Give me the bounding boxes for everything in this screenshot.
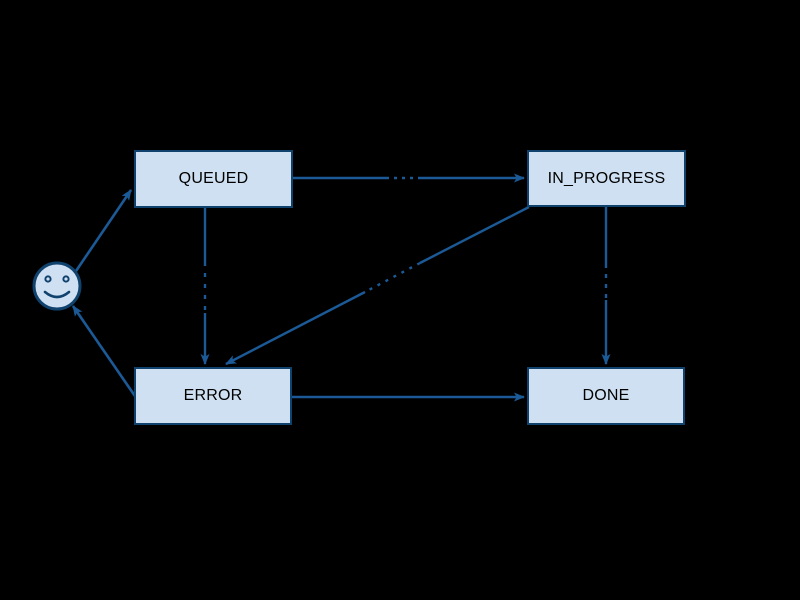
state-node-queued[interactable]: QUEUED [134, 150, 293, 208]
edge-in-progress-to-error-seg1 [419, 205, 530, 265]
smiley-left-eye-icon [44, 275, 52, 283]
state-label-in-progress: IN_PROGRESS [547, 169, 666, 187]
edge-in-progress-to-error-seg2 [225, 290, 366, 366]
smiley-mouth-icon [43, 290, 71, 299]
edge-start-to-queued [74, 189, 133, 272]
smiley-right-eye-icon [62, 275, 70, 283]
state-label-queued: QUEUED [178, 170, 249, 187]
edge-error-to-start [71, 305, 139, 400]
state-label-error: ERROR [183, 387, 243, 404]
edge-in-progress-to-error-label-gap [364, 261, 421, 294]
state-node-done[interactable]: DONE [527, 367, 685, 425]
state-node-in-progress[interactable]: IN_PROGRESS [527, 150, 686, 207]
state-label-done: DONE [582, 387, 630, 404]
state-node-error[interactable]: ERROR [134, 367, 292, 425]
smiley-face-icon[interactable] [32, 261, 82, 311]
